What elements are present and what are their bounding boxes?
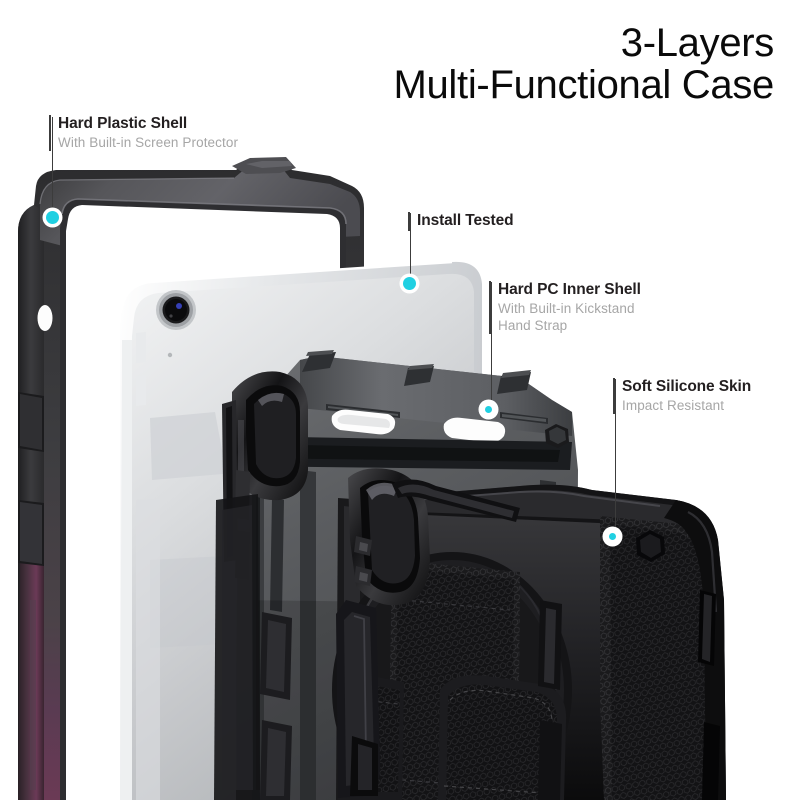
- marker-dot-install-tested[interactable]: [403, 277, 416, 290]
- page-title: 3-Layers Multi-Functional Case: [393, 22, 774, 107]
- hex-screw: [545, 424, 569, 448]
- callout-text: Install Tested: [417, 212, 514, 231]
- marker-dot-hard-pc-inner-shell[interactable]: [482, 403, 495, 416]
- callout-accent-bar: [408, 212, 410, 231]
- callout-title: Hard Plastic Shell: [58, 115, 188, 132]
- callout-title: Soft Silicone Skin: [622, 378, 752, 395]
- leader-line-hard-plastic-shell: [52, 117, 54, 216]
- page-title-line-1: 3-Layers: [620, 21, 775, 65]
- callout-title: Install Tested: [417, 212, 514, 229]
- callout-title: Hard PC Inner Shell: [498, 281, 641, 298]
- leader-line-hard-pc-inner-shell: [491, 282, 493, 407]
- callout-accent-bar: [49, 115, 51, 152]
- marker-dot-hard-plastic-shell[interactable]: [46, 211, 59, 224]
- leader-line-soft-silicone-skin: [615, 379, 617, 534]
- marker-dot-soft-silicone-skin[interactable]: [606, 530, 619, 543]
- callout-accent-bar: [613, 378, 615, 415]
- callout-install-tested: Install Tested: [408, 212, 514, 231]
- soft-silicone-skin-layer: [214, 468, 726, 800]
- marker-dot-core: [609, 533, 616, 540]
- callout-subtitle: With Built-in Kickstand: [498, 300, 635, 316]
- callout-subtitle: Hand Strap: [498, 318, 568, 334]
- page-title-line-2: Multi-Functional Case: [393, 63, 774, 108]
- foreground-hardware-details: [260, 600, 562, 800]
- callout-accent-bar: [489, 281, 491, 335]
- tablet-camera: [156, 290, 196, 330]
- callout-subtitle: Impact Resistant: [622, 397, 725, 413]
- marker-dot-core: [485, 406, 492, 413]
- hand-strap-and-ring: [332, 468, 572, 800]
- callout-subtitle: With Built-in Screen Protector: [58, 134, 239, 150]
- leader-line-install-tested: [410, 213, 412, 281]
